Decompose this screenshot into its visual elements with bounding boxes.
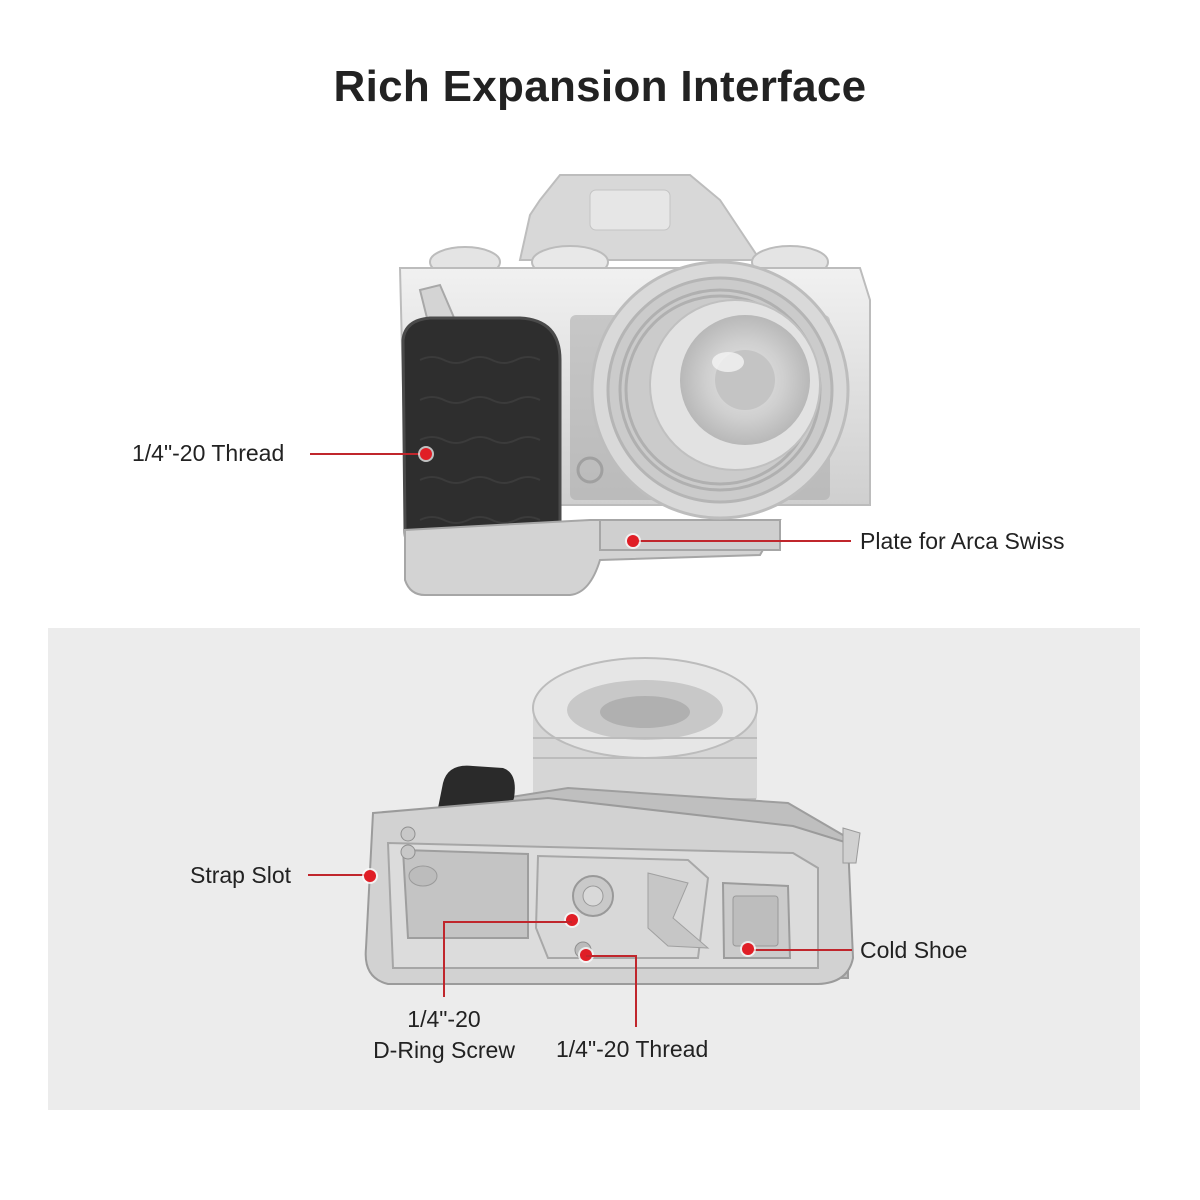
callout-label-cold-shoe: Cold Shoe bbox=[860, 937, 968, 963]
callout-label-d-ring-screw: 1/4"-20 D-Ring Screw bbox=[344, 1004, 544, 1066]
d-ring-screw-line2: D-Ring Screw bbox=[373, 1037, 515, 1063]
leader-line-base-thread-h bbox=[586, 955, 637, 957]
leader-line-base-thread-v bbox=[635, 955, 637, 1027]
callout-label-base-thread: 1/4"-20 Thread bbox=[556, 1036, 709, 1062]
leader-line-grip-thread bbox=[310, 453, 426, 455]
marker-strap-slot bbox=[364, 870, 376, 882]
callout-label-strap-slot: Strap Slot bbox=[190, 862, 291, 888]
leader-line-arca-plate bbox=[633, 540, 851, 542]
leader-line-d-ring-screw-h bbox=[443, 921, 572, 923]
camera-bottom-illustration bbox=[364, 657, 861, 985]
leader-line-cold-shoe bbox=[748, 949, 852, 951]
leader-line-d-ring-screw-v bbox=[443, 921, 445, 997]
camera-front-illustration bbox=[398, 174, 871, 596]
marker-arca-plate bbox=[627, 535, 639, 547]
marker-d-ring-screw bbox=[566, 914, 578, 926]
marker-cold-shoe bbox=[742, 943, 754, 955]
marker-grip-thread bbox=[420, 448, 432, 460]
callout-label-arca-plate: Plate for Arca Swiss bbox=[860, 528, 1065, 554]
page-title: Rich Expansion Interface bbox=[333, 62, 867, 111]
callout-label-grip-thread: 1/4"-20 Thread bbox=[132, 440, 285, 466]
d-ring-screw-line1: 1/4"-20 bbox=[407, 1006, 481, 1032]
leader-line-strap-slot bbox=[308, 874, 370, 876]
